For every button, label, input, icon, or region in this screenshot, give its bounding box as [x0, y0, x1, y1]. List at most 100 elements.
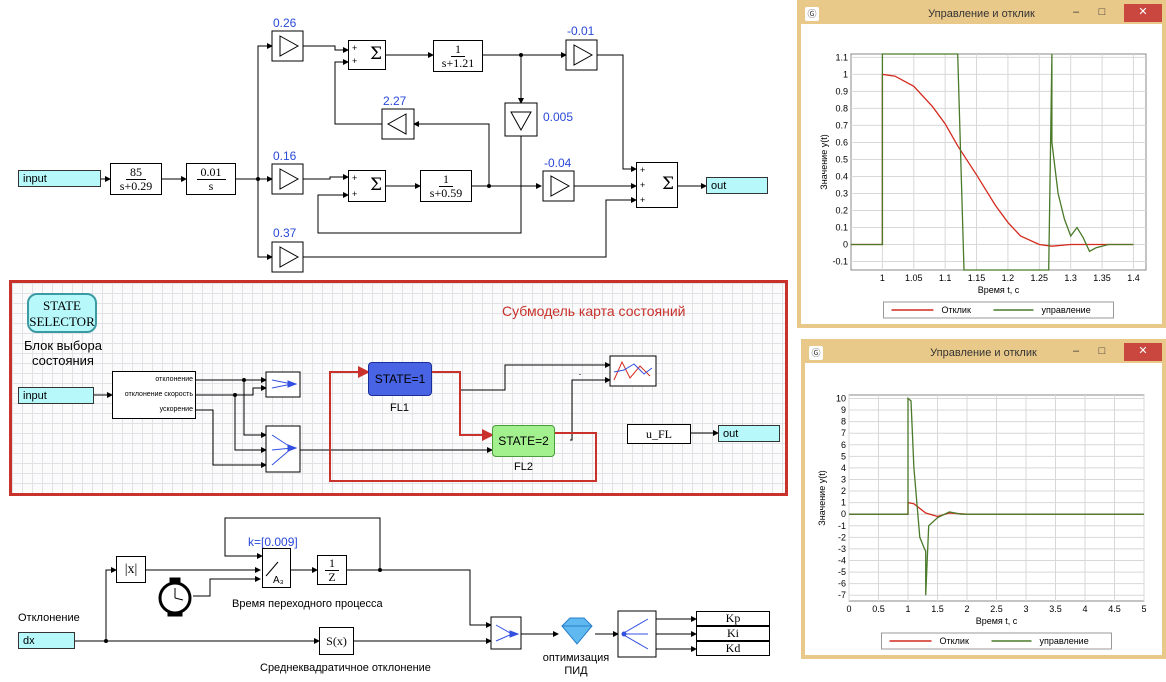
y-tick-label: 9	[841, 405, 846, 415]
ki-block[interactable]: Ki	[696, 626, 770, 641]
y-tick-label: 2	[841, 486, 846, 496]
output-port[interactable]: out	[706, 177, 768, 194]
opt-caption-line1: оптимизация	[542, 652, 610, 664]
abs-block[interactable]: |x|	[116, 556, 146, 583]
opt-caption-line2: ПИД	[564, 665, 588, 677]
x-tick-label: 3	[1023, 604, 1028, 614]
tf1-denominator: s+0.29	[119, 178, 153, 193]
plus-sign: +	[352, 43, 358, 53]
y-tick-label: 0.7	[835, 120, 848, 130]
transfer-function-1[interactable]: 85 s+0.29	[110, 163, 162, 195]
y-tick-label: 0	[841, 509, 846, 519]
sum-block-3[interactable]: + + + Σ	[636, 162, 678, 208]
app-icon: Ⓖ	[809, 346, 823, 360]
sum-block-1[interactable]: + + Σ	[348, 40, 386, 70]
y-tick-label: 4	[841, 463, 846, 473]
integrator-block[interactable]: 1 Z	[317, 555, 347, 585]
plot-area	[850, 53, 1147, 271]
tf2-numerator: 0.01	[196, 165, 226, 180]
kp-block[interactable]: Kp	[696, 611, 770, 626]
key-block[interactable]: A₃	[262, 548, 291, 588]
y-tick-label: 3	[841, 474, 846, 484]
gain-label: 2.27	[383, 94, 407, 108]
kd-block[interactable]: Kd	[696, 641, 770, 656]
submodel-output-port[interactable]: out	[718, 425, 780, 442]
selector-caption-line1: Блок выбора	[23, 338, 103, 353]
y-tick-label: 0.3	[835, 188, 848, 198]
state1-caption: FL1	[390, 402, 409, 414]
y-tick-label: -0.1	[832, 256, 848, 266]
legend-label: управление	[1040, 636, 1089, 646]
sum-block-2[interactable]: + + Σ	[348, 170, 386, 202]
x-tick-label: 1.3	[1064, 273, 1077, 283]
x-tick-label: 1.4	[1127, 273, 1140, 283]
y-tick-label: -3	[838, 544, 846, 554]
y-tick-label: 0.1	[835, 222, 848, 232]
series-line-2	[851, 53, 1134, 271]
close-button[interactable]: ✕	[1124, 4, 1162, 22]
k-label: k=[0.009]	[248, 535, 298, 549]
y-axis-label: Значение y(t)	[819, 134, 829, 189]
x-axis-label: Время t, с	[976, 616, 1018, 626]
gain-label: 0.26	[273, 16, 297, 30]
submodel-input-port[interactable]: input	[18, 387, 94, 404]
plus-sign: +	[352, 189, 358, 199]
x-tick-label: 1.15	[968, 273, 986, 283]
selector-caption: Блок выбора состояния	[18, 338, 108, 368]
transfer-function-4[interactable]: 1 s+0.59	[420, 170, 472, 202]
selector-line1: STATE	[43, 298, 81, 313]
x-tick-label: 4.5	[1108, 604, 1121, 614]
window-title: Управление и отклик	[928, 8, 1035, 20]
minimize-button[interactable]: –	[1072, 6, 1080, 18]
y-tick-label: 0.2	[835, 205, 848, 215]
state-selector-icon[interactable]: STATE SELECTOR	[27, 293, 97, 333]
tf4-denominator: s+0.59	[429, 185, 463, 200]
sx-block[interactable]: S(x)	[319, 627, 354, 655]
state2-block[interactable]: STATE=2	[492, 425, 555, 457]
window-titlebar[interactable]: Ⓖ Управление и отклик	[805, 343, 1162, 363]
transfer-function-3[interactable]: 1 s+1.21	[433, 40, 483, 72]
state1-block[interactable]: STATE=1	[368, 362, 432, 396]
plus-sign: +	[640, 195, 646, 205]
x-tick-label: 1.05	[905, 273, 923, 283]
y-tick-label: 0.6	[835, 137, 848, 147]
clock-icon	[158, 577, 192, 617]
tf2-denominator: s	[208, 178, 214, 193]
x-tick-label: 0.5	[872, 604, 885, 614]
window-titlebar[interactable]: Ⓖ Управление и отклик	[801, 4, 1162, 24]
y-tick-label: -4	[838, 555, 846, 565]
close-button[interactable]: ✕	[1124, 343, 1162, 361]
dx-port[interactable]: dx	[18, 632, 75, 649]
plus-sign: +	[640, 165, 646, 175]
x-tick-label: 1.2	[1002, 273, 1015, 283]
x-tick-label: 5	[1141, 604, 1146, 614]
minimize-button[interactable]: –	[1072, 345, 1080, 357]
tf4-numerator: 1	[439, 172, 453, 187]
x-axis-label: Время t, с	[978, 285, 1020, 295]
sum-symbol: Σ	[661, 174, 674, 194]
y-tick-label: 7	[841, 428, 846, 438]
maximize-button[interactable]: □	[1098, 6, 1106, 18]
x-tick-label: 1	[905, 604, 910, 614]
y-tick-label: 1	[841, 498, 846, 508]
transfer-function-2[interactable]: 0.01 s	[186, 163, 236, 195]
x-tick-label: 1.25	[1031, 273, 1049, 283]
demux-block[interactable]: отклонение отклонение скорость ускорение	[112, 371, 196, 419]
y-tick-label: 1	[843, 69, 848, 79]
deviation-caption: Отклонение	[18, 612, 80, 624]
maximize-button[interactable]: □	[1098, 345, 1106, 357]
x-tick-label: 1	[880, 273, 885, 283]
tf3-denominator: s+1.21	[441, 55, 475, 70]
legend-label: Отклик	[942, 305, 971, 315]
x-tick-label: 2.5	[990, 604, 1003, 614]
tf3-numerator: 1	[451, 42, 465, 57]
optimization-caption: оптимизация ПИД	[535, 652, 617, 678]
tf1-numerator: 85	[126, 165, 146, 180]
input-port[interactable]: input	[18, 170, 101, 187]
gain-label: 0.005	[543, 110, 574, 124]
y-tick-label: 5	[841, 451, 846, 461]
ufl-block[interactable]: u_FL	[627, 424, 691, 444]
